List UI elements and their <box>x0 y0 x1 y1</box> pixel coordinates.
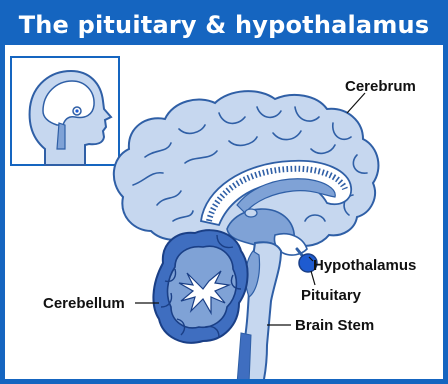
cerebrum-leader <box>347 93 365 113</box>
brain-diagram: Cerebrum Hypothalamus Pituitary Cerebell… <box>5 45 443 384</box>
brain-stem-label: Brain Stem <box>295 317 374 334</box>
pituitary-label: Pituitary <box>301 287 362 304</box>
cerebellum-label: Cerebellum <box>43 295 125 312</box>
title-bar: The pituitary & hypothalamus <box>5 5 443 45</box>
cerebellum <box>153 230 247 343</box>
spinal-channel <box>237 333 251 384</box>
cerebrum-label: Cerebrum <box>345 78 416 95</box>
inset-head-profile <box>11 57 119 165</box>
diagram-title: The pituitary & hypothalamus <box>19 11 430 39</box>
hypothalamus-label: Hypothalamus <box>313 257 416 274</box>
